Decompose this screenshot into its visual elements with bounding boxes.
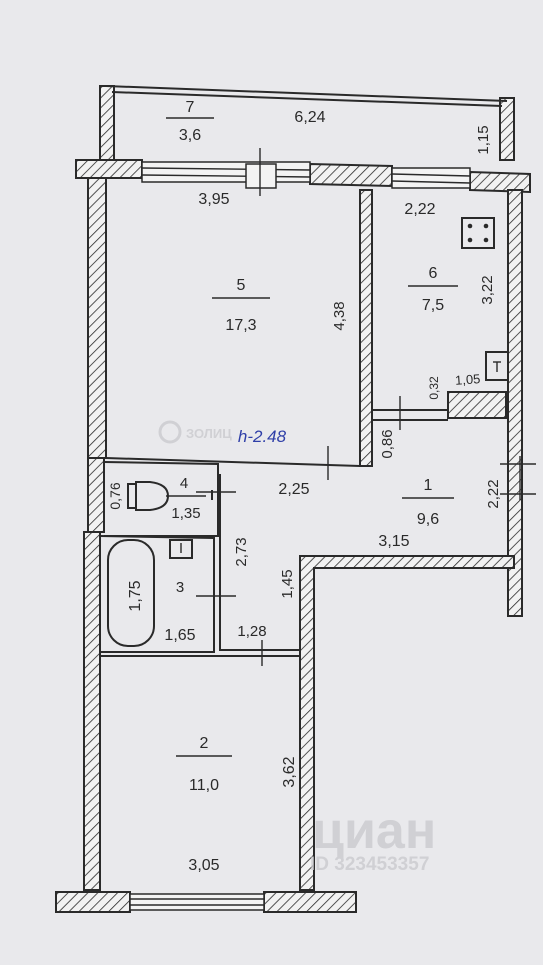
partition-bath	[99, 535, 215, 653]
dim-partition-2: 1,05	[455, 371, 481, 388]
window-room5	[141, 161, 311, 183]
partitions	[99, 409, 448, 657]
balcony-right-wall	[499, 97, 515, 161]
dim-room2-depth: 3,62	[281, 756, 298, 787]
balcony-rail-inner	[111, 91, 503, 107]
room-1-number: 1	[424, 477, 433, 494]
window-kitchen	[391, 167, 471, 189]
dim-corridor-side: 1,45	[279, 569, 296, 598]
room-2-area: 11,0	[189, 777, 219, 794]
balcony-door	[245, 163, 277, 189]
bottom-wall-left	[55, 891, 131, 913]
dim-hall-right: 2,22	[485, 479, 502, 508]
dim-hall-door: 0,86	[379, 429, 396, 458]
balcony-left-wall	[99, 85, 115, 161]
right-wall	[507, 189, 523, 617]
stove-icon	[461, 217, 495, 249]
dim-partition-1: 0,32	[427, 376, 441, 400]
top-wall-left	[75, 159, 143, 179]
dim-wc-depth: 0,76	[107, 482, 123, 509]
room-4-area: 1,35	[171, 505, 200, 522]
watermark-id: ID 323453357	[310, 854, 429, 875]
dim-balcony-depth: 1,15	[475, 125, 492, 154]
left-wall-upper	[87, 177, 107, 459]
partition-wc	[103, 461, 219, 537]
dimension-ticks	[196, 396, 536, 666]
bottom-wall-right	[263, 891, 357, 913]
room-4-number: 4	[180, 475, 188, 492]
room-2-number: 2	[200, 735, 209, 752]
room-7-area: 3,6	[179, 127, 201, 144]
dim-corridor-width: 1,28	[237, 623, 266, 640]
room-5-area: 17,3	[225, 317, 256, 334]
room-6-number: 6	[429, 265, 438, 282]
room-7-number: 7	[186, 99, 195, 116]
room-5-number: 5	[237, 277, 246, 294]
wall-room5-kitchen	[359, 189, 373, 467]
window-room2	[129, 893, 265, 911]
watermark-logo-icon	[158, 420, 182, 444]
dim-hall-width-bottom: 3,15	[378, 533, 409, 550]
watermark-top-logo: ЗОЛИЦ	[186, 426, 232, 441]
dimension-labels: 6,24 1,15 3,95 4,38 2,22 3,22 0,32 1,05 …	[107, 109, 502, 874]
windows	[129, 148, 471, 911]
kitchen-partition	[447, 391, 507, 419]
room-labels: 7 3,6 5 17,3 6 7,5 1 9,6 4 1,35 3 2 11,0	[166, 99, 458, 794]
dim-bath-room-width: 1,65	[164, 627, 195, 644]
dim-kitchen-width: 2,22	[404, 201, 435, 218]
ceiling-height: h-2.48	[238, 427, 287, 446]
dim-hall-width-top: 2,25	[278, 481, 309, 498]
left-wall-lower	[83, 531, 101, 891]
balcony-rail-outer	[105, 85, 508, 102]
left-wall-wc	[87, 457, 105, 533]
watermark-brand: циан	[312, 802, 436, 860]
dim-balcony-length: 6,24	[294, 109, 325, 126]
dim-bath-length: 1,75	[127, 580, 144, 611]
room-6-area: 7,5	[422, 297, 444, 314]
bathtub-icon	[107, 539, 155, 647]
dim-room2-width: 3,05	[188, 857, 219, 874]
balcony	[99, 85, 515, 161]
washbasin-icon	[169, 539, 193, 559]
partition-room5-bottom	[105, 457, 361, 467]
partition-corridor	[219, 474, 300, 651]
room-1-area: 9,6	[417, 511, 439, 528]
top-wall-middle	[309, 162, 393, 188]
dim-kitchen-depth: 3,22	[479, 275, 496, 304]
dim-room5-depth: 4,38	[331, 301, 348, 330]
sink-icon	[485, 351, 509, 381]
room-3-number: 3	[176, 579, 184, 596]
hall-step-wall	[299, 555, 515, 891]
dim-corridor-length: 2,73	[233, 537, 250, 566]
watermarks: ЗОЛИЦ циан ID 323453357	[158, 420, 436, 875]
dim-room5-width: 3,95	[198, 191, 229, 208]
